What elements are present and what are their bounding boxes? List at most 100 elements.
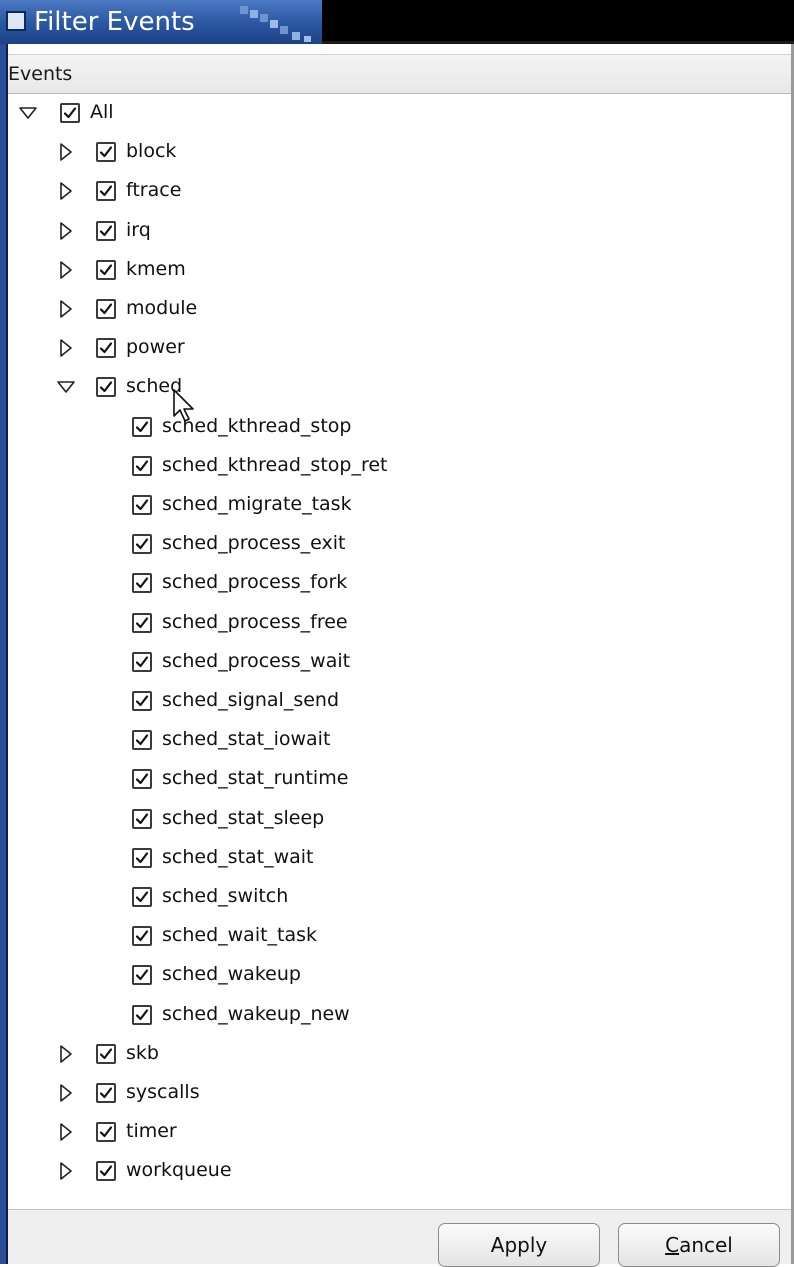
tree-item-label: sched_stat_iowait <box>162 728 331 751</box>
checkbox[interactable] <box>132 769 152 790</box>
tree-item-label: sched_wakeup_new <box>162 1002 350 1025</box>
title-bar-active-region: Filter Events <box>0 0 322 44</box>
tree-item-sched-stat-sleep[interactable]: sched_stat_sleep <box>8 800 791 839</box>
cancel-button[interactable]: Cancel <box>618 1223 780 1267</box>
window-frame-right <box>791 44 794 1264</box>
tree-item-label: sched <box>126 375 183 398</box>
tree-item-label: sched_process_wait <box>162 649 351 672</box>
collapse-arrow-icon[interactable] <box>18 103 38 123</box>
checkbox[interactable] <box>132 887 152 907</box>
tree-item-label: kmem <box>126 257 186 280</box>
expand-arrow-icon[interactable] <box>56 260 76 280</box>
tree-item-label: ftrace <box>126 179 182 202</box>
tree-item-sched-signal-send[interactable]: sched_signal_send <box>8 682 791 721</box>
checkbox[interactable] <box>132 612 152 633</box>
expand-arrow-icon[interactable] <box>56 142 76 162</box>
tree-item-sched-process-exit[interactable]: sched_process_exit <box>8 525 791 564</box>
checkbox[interactable] <box>60 103 80 123</box>
tree-item-label: irq <box>126 218 151 241</box>
checkbox[interactable] <box>96 1043 116 1064</box>
tree-item-label: sched_stat_sleep <box>162 806 325 829</box>
expand-arrow-icon[interactable] <box>56 1161 76 1181</box>
tree-item-module[interactable]: module <box>8 290 791 329</box>
tree-item-label: sched_stat_runtime <box>162 767 349 790</box>
checkbox[interactable] <box>96 142 116 163</box>
checkbox[interactable] <box>132 965 152 986</box>
tree-item-label: sched_process_exit <box>162 532 346 555</box>
checkbox[interactable] <box>132 416 152 437</box>
tree-item-label: sched_process_free <box>162 610 348 633</box>
checkbox[interactable] <box>96 181 116 202</box>
tree-item-label: skb <box>126 1041 159 1064</box>
tree-item-sched-kthread-stop-ret[interactable]: sched_kthread_stop_ret <box>8 447 791 486</box>
window-menu-icon[interactable] <box>6 11 26 31</box>
checkbox[interactable] <box>132 847 152 868</box>
expand-arrow-icon[interactable] <box>56 299 76 319</box>
expand-arrow-icon[interactable] <box>56 338 76 358</box>
tree-item-syscalls[interactable]: syscalls <box>8 1074 791 1113</box>
tree-item-ftrace[interactable]: ftrace <box>8 172 791 211</box>
tree-item-sched-process-fork[interactable]: sched_process_fork <box>8 564 791 603</box>
collapse-arrow-icon[interactable] <box>56 377 76 397</box>
tree-item-label: sched_wait_task <box>162 924 318 947</box>
tree-item-irq[interactable]: irq <box>8 212 791 251</box>
checkbox[interactable] <box>132 534 152 555</box>
title-decoration-icon <box>240 6 311 42</box>
checkbox[interactable] <box>132 730 152 751</box>
tree-item-power[interactable]: power <box>8 329 791 368</box>
apply-button[interactable]: Apply <box>438 1223 600 1267</box>
tree-item-label: sched_process_fork <box>162 571 348 594</box>
tree-item-timer[interactable]: timer <box>8 1113 791 1152</box>
tree-item-sched-kthread-stop[interactable]: sched_kthread_stop <box>8 408 791 447</box>
checkbox[interactable] <box>96 259 116 280</box>
expand-arrow-icon[interactable] <box>56 1083 76 1103</box>
tree-item-sched-stat-runtime[interactable]: sched_stat_runtime <box>8 760 791 799</box>
tree-item-sched-stat-wait[interactable]: sched_stat_wait <box>8 839 791 878</box>
checkbox[interactable] <box>132 808 152 829</box>
expand-arrow-icon[interactable] <box>56 1122 76 1142</box>
tree-item-label: sched_migrate_task <box>162 493 352 515</box>
checkbox[interactable] <box>96 220 116 241</box>
tree-item-sched-wait-task[interactable]: sched_wait_task <box>8 917 791 956</box>
tree-item-sched-switch[interactable]: sched_switch <box>8 878 791 917</box>
checkbox[interactable] <box>96 377 116 398</box>
tree-item-sched-process-free[interactable]: sched_process_free <box>8 604 791 643</box>
title-bar[interactable]: Filter Events <box>0 0 794 44</box>
tree-item-skb[interactable]: skb <box>8 1035 791 1074</box>
checkbox[interactable] <box>96 338 116 359</box>
cancel-mnemonic: C <box>665 1233 680 1257</box>
tree-item-sched[interactable]: sched <box>8 368 791 407</box>
checkbox[interactable] <box>132 455 152 476</box>
checkbox[interactable] <box>96 299 116 319</box>
mouse-cursor-icon <box>173 389 194 422</box>
checkbox[interactable] <box>132 573 152 594</box>
checkbox[interactable] <box>132 1004 152 1025</box>
events-header-label: Events <box>8 63 73 85</box>
expand-arrow-icon[interactable] <box>56 221 76 241</box>
tree-item-all[interactable]: All <box>8 94 791 133</box>
checkbox[interactable] <box>132 691 152 711</box>
tree-item-workqueue[interactable]: workqueue <box>8 1152 791 1191</box>
tree-item-kmem[interactable]: kmem <box>8 251 791 290</box>
checkbox[interactable] <box>132 495 152 515</box>
window-title: Filter Events <box>34 7 195 37</box>
tree-item-sched-wakeup-new[interactable]: sched_wakeup_new <box>8 996 791 1035</box>
checkbox[interactable] <box>96 1161 116 1182</box>
expand-arrow-icon[interactable] <box>56 181 76 201</box>
tree-item-sched-stat-iowait[interactable]: sched_stat_iowait <box>8 721 791 760</box>
checkbox[interactable] <box>132 651 152 672</box>
tree-item-label: sched_switch <box>162 885 289 907</box>
events-column-header[interactable]: Events <box>8 54 791 94</box>
checkbox[interactable] <box>96 1122 116 1143</box>
tree-item-label: sched_wakeup <box>162 963 301 986</box>
tree-item-sched-migrate-task[interactable]: sched_migrate_task <box>8 486 791 525</box>
tree-item-label: sched_stat_wait <box>162 845 314 868</box>
checkbox[interactable] <box>132 926 152 947</box>
checkbox[interactable] <box>96 1083 116 1103</box>
tree-item-block[interactable]: block <box>8 133 791 172</box>
tree-item-sched-wakeup[interactable]: sched_wakeup <box>8 956 791 995</box>
expand-arrow-icon[interactable] <box>56 1044 76 1064</box>
tree-item-label: All <box>90 101 114 123</box>
tree-item-sched-process-wait[interactable]: sched_process_wait <box>8 643 791 682</box>
